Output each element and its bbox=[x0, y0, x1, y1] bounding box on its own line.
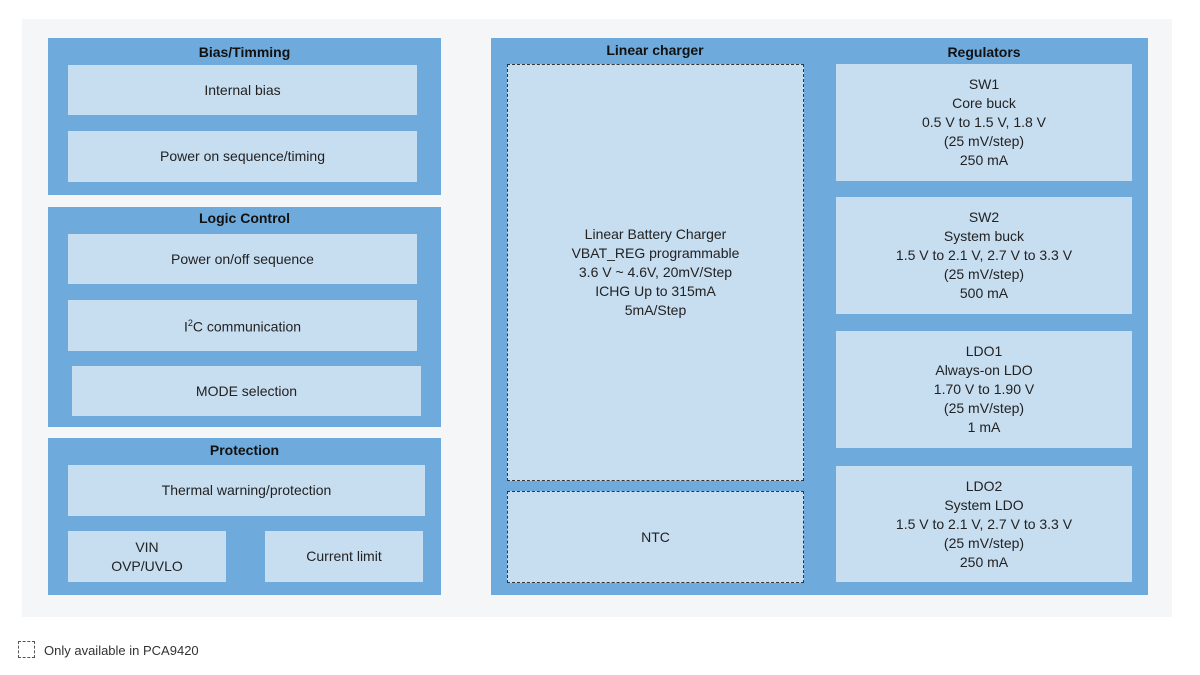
block-label: 1.5 V to 2.1 V, 2.7 V to 3.3 V bbox=[895, 247, 1073, 263]
block-label: (25 mV/step) bbox=[943, 400, 1025, 416]
legend-text: Only available in PCA9420 bbox=[44, 643, 199, 658]
block-label: SW1 bbox=[968, 76, 1000, 92]
group-title: Protection bbox=[209, 442, 280, 458]
block-label: System LDO bbox=[944, 496, 1024, 513]
block-label: LDO1 bbox=[965, 343, 1003, 359]
block-label: 5mA/Step bbox=[624, 302, 687, 318]
group-title-linear-charger: Linear charger bbox=[606, 42, 704, 58]
block-power-on-off-sequence: Power on/off sequence bbox=[68, 234, 417, 284]
block-label: 1 mA bbox=[967, 419, 1001, 435]
block-label: 1.70 V to 1.90 V bbox=[933, 381, 1035, 397]
block-label: I2C communication bbox=[184, 314, 301, 337]
label-part: C communication bbox=[192, 318, 302, 335]
block-label: LDO2 bbox=[965, 477, 1003, 494]
block-label: Core buck bbox=[952, 95, 1016, 111]
block-label: Current limit bbox=[306, 548, 382, 564]
block-label: 0.5 V to 1.5 V, 1.8 V bbox=[921, 114, 1047, 130]
block-vin-ovp-uvlo: VIN OVP/UVLO bbox=[68, 531, 226, 582]
block-label: System buck bbox=[943, 228, 1025, 244]
block-label: VIN bbox=[135, 538, 159, 555]
block-label: 500 mA bbox=[959, 285, 1009, 301]
block-label: Always-on LDO bbox=[935, 362, 1033, 378]
block-internal-bias: Internal bias bbox=[68, 65, 417, 115]
group-title: Bias/Timming bbox=[198, 44, 291, 60]
block-label: VBAT_REG programmable bbox=[571, 245, 740, 261]
block-linear-battery-charger: Linear Battery Charger VBAT_REG programm… bbox=[507, 64, 804, 481]
block-label: MODE selection bbox=[195, 382, 298, 399]
block-power-on-sequence: Power on sequence/timing bbox=[68, 131, 417, 182]
block-label: (25 mV/step) bbox=[943, 133, 1025, 149]
block-label: Linear Battery Charger bbox=[584, 226, 727, 242]
dashed-box-legend-icon bbox=[18, 641, 35, 658]
group-title: Logic Control bbox=[199, 210, 290, 226]
block-label: NTC bbox=[641, 528, 670, 545]
block-current-limit: Current limit bbox=[265, 531, 423, 582]
label-superscript: 2 bbox=[187, 318, 193, 329]
block-label: (25 mV/step) bbox=[943, 534, 1025, 551]
block-label: Internal bias bbox=[204, 81, 281, 98]
block-label: 3.6 V ~ 4.6V, 20mV/Step bbox=[578, 264, 733, 280]
block-label: ICHG Up to 315mA bbox=[595, 283, 716, 299]
block-label: Power on sequence/timing bbox=[160, 148, 325, 164]
block-label: (25 mV/step) bbox=[943, 266, 1025, 282]
block-label: SW2 bbox=[968, 209, 1000, 225]
block-label: 250 mA bbox=[959, 152, 1009, 168]
block-mode-selection: MODE selection bbox=[72, 366, 421, 416]
block-i2c-communication: I2C communication bbox=[68, 300, 417, 351]
block-label: Power on/off sequence bbox=[171, 250, 314, 267]
label-part: I bbox=[183, 318, 188, 335]
block-label: OVP/UVLO bbox=[111, 557, 183, 574]
block-label: 1.5 V to 2.1 V, 2.7 V to 3.3 V bbox=[895, 515, 1073, 532]
block-thermal-protection: Thermal warning/protection bbox=[68, 465, 425, 516]
block-label: Thermal warning/protection bbox=[161, 482, 332, 498]
block-ntc: NTC bbox=[507, 491, 804, 583]
group-title-regulators: Regulators bbox=[947, 44, 1021, 60]
block-label: 250 mA bbox=[959, 553, 1009, 570]
